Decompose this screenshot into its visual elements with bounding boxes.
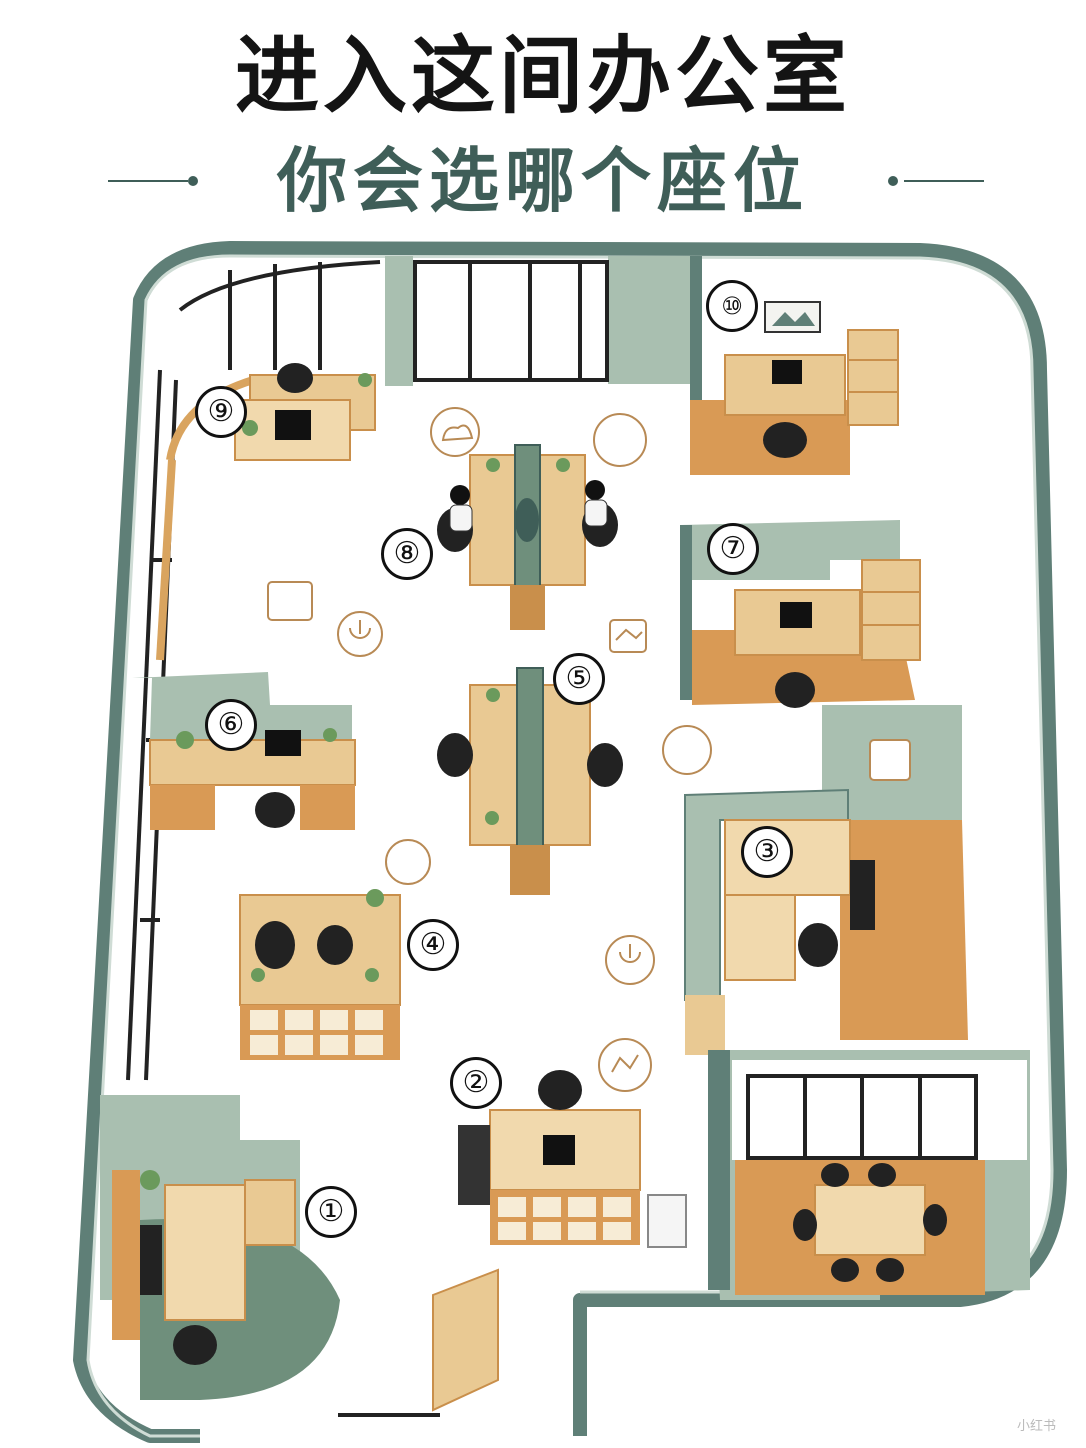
subtitle-rule-left bbox=[108, 180, 188, 182]
seat-4-label[interactable]: ④ bbox=[407, 919, 459, 971]
subtitle-dot-right bbox=[888, 176, 898, 186]
seat10-picture bbox=[764, 301, 821, 333]
seat-7-label[interactable]: ⑦ bbox=[707, 523, 759, 575]
graph-icon bbox=[598, 1038, 652, 1092]
seat-10-label[interactable]: ⑩ bbox=[706, 280, 758, 332]
seat4-chair-right bbox=[317, 925, 353, 965]
page-subtitle: 你会选哪个座位 bbox=[277, 140, 809, 222]
seat4-chair-left bbox=[255, 921, 295, 969]
seat10-bookshelf bbox=[847, 329, 899, 426]
document-icon bbox=[593, 413, 647, 467]
inner-wall-line bbox=[86, 254, 1054, 1438]
meeting-chairs bbox=[793, 1163, 947, 1282]
cloud-icon bbox=[430, 407, 480, 457]
seat-3-label[interactable]: ③ bbox=[741, 826, 793, 878]
seat1-desk bbox=[164, 1184, 246, 1321]
seat-8-label[interactable]: ⑧ bbox=[381, 528, 433, 580]
curved-window bbox=[178, 260, 381, 312]
seat10-chair bbox=[763, 422, 807, 458]
seat-6-label[interactable]: ⑥ bbox=[205, 699, 257, 751]
green-wall-top bbox=[608, 256, 690, 384]
meeting-room-windows bbox=[746, 1074, 978, 1160]
seat-1-label[interactable]: ① bbox=[305, 1186, 357, 1238]
subtitle-dot-left bbox=[188, 176, 198, 186]
chart-icon bbox=[609, 619, 647, 653]
seat2-chair bbox=[538, 1070, 582, 1110]
mail-icon bbox=[385, 839, 431, 885]
seat7-bookshelf bbox=[861, 559, 921, 661]
seat6-chair bbox=[255, 792, 295, 828]
seat5-chair-left bbox=[437, 733, 473, 777]
seat9-chair bbox=[277, 363, 313, 393]
page-title: 进入这间办公室 bbox=[234, 27, 851, 125]
seat7-chair bbox=[775, 672, 815, 708]
share-icon bbox=[869, 739, 911, 781]
top-windows bbox=[413, 260, 609, 382]
smile-icon bbox=[662, 725, 712, 775]
seat-5-label[interactable]: ⑤ bbox=[553, 653, 605, 705]
seat3-chair bbox=[798, 923, 838, 967]
seat-2-label[interactable]: ② bbox=[450, 1057, 502, 1109]
entry-door bbox=[432, 1268, 499, 1412]
watermark: 小红书 bbox=[1016, 1419, 1056, 1434]
seat5-chair-right bbox=[587, 743, 623, 787]
meeting-table bbox=[814, 1184, 926, 1256]
top-left-window-mullions bbox=[228, 262, 322, 370]
seat-9-label[interactable]: ⑨ bbox=[195, 386, 247, 438]
pillar-top bbox=[385, 256, 413, 386]
whiteboard-icon bbox=[267, 581, 313, 621]
seat1-chair bbox=[173, 1325, 217, 1365]
power-icon-2 bbox=[605, 935, 655, 985]
subtitle-rule-right bbox=[904, 180, 984, 182]
